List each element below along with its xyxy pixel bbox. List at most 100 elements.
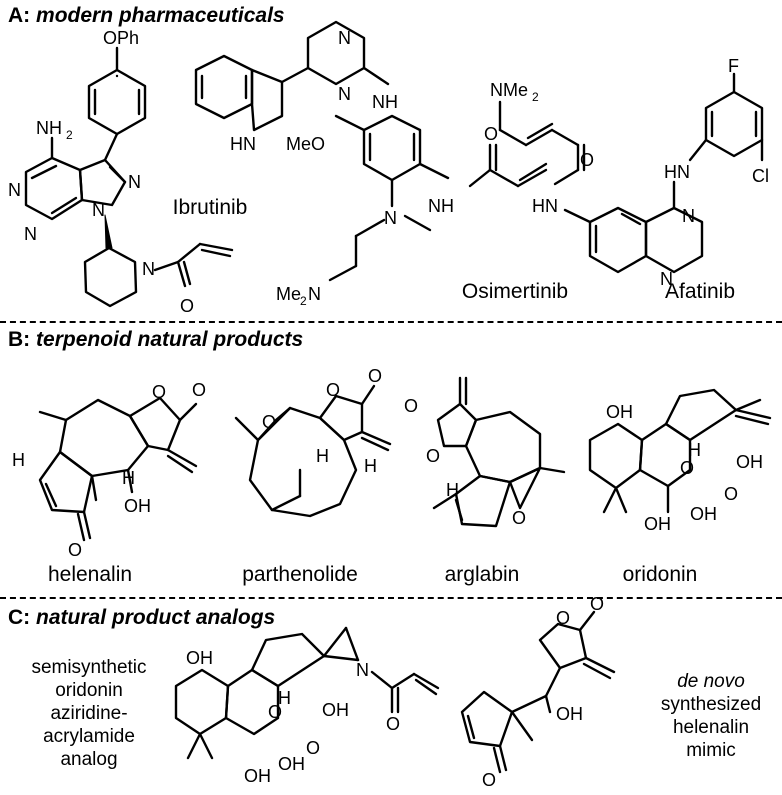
helenalin-structure: O O H H O OH: [12, 380, 206, 560]
parthenolide-structure: O O O H H: [234, 366, 392, 518]
ibrutinib-structure: OPh N N N N NH 2 N O: [8, 28, 234, 316]
section-b-title: terpenoid natural products: [36, 328, 304, 351]
label-o: O: [386, 714, 400, 734]
parthenolide-epoxide: [256, 406, 292, 442]
blurb-line: mimic: [686, 740, 736, 761]
label-me2n-n: N: [308, 284, 321, 304]
helenalin-7-ring: [58, 398, 150, 478]
caption-arglabin: arglabin: [444, 563, 520, 586]
helenalin-lactone: [128, 396, 182, 452]
section-a-header: A: modern pharmaceuticals: [8, 4, 285, 28]
section-b-header: B: terpenoid natural products: [8, 328, 303, 352]
section-c-letter: C:: [8, 606, 31, 629]
label-h: H: [316, 446, 329, 466]
stereo-wedge: [104, 214, 113, 249]
afatinib-structure: NMe 2 O HN N N HN F Cl: [490, 56, 769, 289]
label-h: H: [278, 688, 291, 708]
section-b-letter: B:: [8, 328, 31, 351]
label-me2n-sub: 2: [300, 294, 307, 308]
label-o: O: [262, 412, 276, 432]
caption-ibrutinib: Ibrutinib: [172, 196, 248, 219]
label-oh: OH: [186, 648, 213, 668]
label-n: N: [128, 172, 141, 192]
divider-b-c: [0, 597, 782, 599]
blurb-line: aziridine-: [50, 703, 128, 724]
mimic-cyclopentenone: [460, 690, 514, 748]
blurb-line: acrylamide: [43, 726, 135, 747]
osimertinib-aryl-ring: [362, 114, 422, 182]
label-h: H: [688, 440, 701, 460]
oridonin-analog-structure: OH N O H O OH O OH OH: [174, 626, 440, 786]
label-meo: MeO: [286, 134, 325, 154]
label-n: N: [338, 84, 351, 104]
label-o: O: [152, 382, 166, 402]
label-h: H: [364, 456, 377, 476]
oridonin-analog-description: semisynthetic oridonin aziridine- acryla…: [14, 656, 164, 771]
label-me2n: Me: [276, 284, 301, 304]
indole-benzene: [194, 54, 254, 120]
label-o: O: [680, 458, 694, 478]
ibrutinib-pyrazole: [78, 158, 127, 207]
label-n: N: [142, 259, 155, 279]
caption-osimertinib: Osimertinib: [461, 280, 569, 303]
quinazoline-benzene: [588, 206, 648, 274]
label-n: N: [8, 180, 21, 200]
label-oh: OH: [124, 496, 151, 516]
blurb-line: synthesized: [660, 694, 762, 715]
label-n: N: [660, 269, 673, 289]
osimertinib-structure: HN N N NH MeO NH O N Me 2 N: [194, 20, 548, 308]
arglabin-epoxide: [508, 466, 542, 510]
arglabin-structure: O O H O: [404, 376, 566, 528]
label-oh: OH: [606, 402, 633, 422]
afatinib-aryl-ring: [704, 90, 764, 158]
label-n: N: [24, 224, 37, 244]
label-n: N: [682, 206, 695, 226]
label-o: O: [368, 366, 382, 386]
osimertinib-pyrimidine: [306, 20, 366, 86]
blurb-line: helenalin: [672, 717, 750, 738]
label-cl: Cl: [752, 166, 769, 186]
divider-a-b: [0, 321, 782, 323]
label-n: N: [92, 200, 105, 220]
label-o: O: [724, 484, 738, 504]
caption-helenalin: helenalin: [47, 563, 133, 586]
label-o: O: [268, 702, 282, 722]
label-nh2-sub: 2: [66, 128, 73, 142]
label-h: H: [446, 480, 459, 500]
label-o: O: [326, 380, 340, 400]
oridonin-ring-c: [664, 388, 738, 442]
parthenolide-lactone: [318, 394, 364, 442]
oridonin-ring-a: [588, 422, 644, 490]
label-oh: OH: [644, 514, 671, 534]
ibrutinib-piperidine: [83, 246, 138, 308]
label-o: O: [512, 508, 526, 528]
label-hn: HN: [664, 162, 690, 182]
helenalin-cyclopentenone: [38, 450, 94, 514]
label-o: O: [404, 396, 418, 416]
helenalin-mimic-description: de novo synthesized helenalin mimic: [646, 670, 776, 762]
label-o: O: [482, 770, 496, 790]
label-oph: OPh: [103, 28, 139, 48]
label-o: O: [306, 738, 320, 758]
label-oh: OH: [278, 754, 305, 774]
blurb-line: analog: [60, 749, 118, 770]
caption-afatinib: Afatinib: [664, 280, 736, 303]
label-o: O: [192, 380, 206, 400]
label-o: O: [68, 540, 82, 560]
indole-pyrrole: [250, 68, 284, 132]
label-nh: NH: [372, 92, 398, 112]
label-oh: OH: [322, 700, 349, 720]
mimic-lactone: [538, 622, 588, 670]
helenalin-mimic-structure: O O OH O: [460, 594, 616, 790]
label-h: H: [12, 450, 25, 470]
arglabin-7-ring: [464, 410, 542, 484]
label-nh: NH: [428, 196, 454, 216]
section-a-letter: A:: [8, 4, 31, 27]
label-oh: OH: [690, 504, 717, 524]
label-f: F: [728, 56, 739, 76]
label-o: O: [580, 150, 594, 170]
label-oh: OH: [556, 704, 583, 724]
label-o: O: [484, 124, 498, 144]
label-n: N: [338, 28, 351, 48]
parthenolide-10-ring: [248, 406, 358, 518]
